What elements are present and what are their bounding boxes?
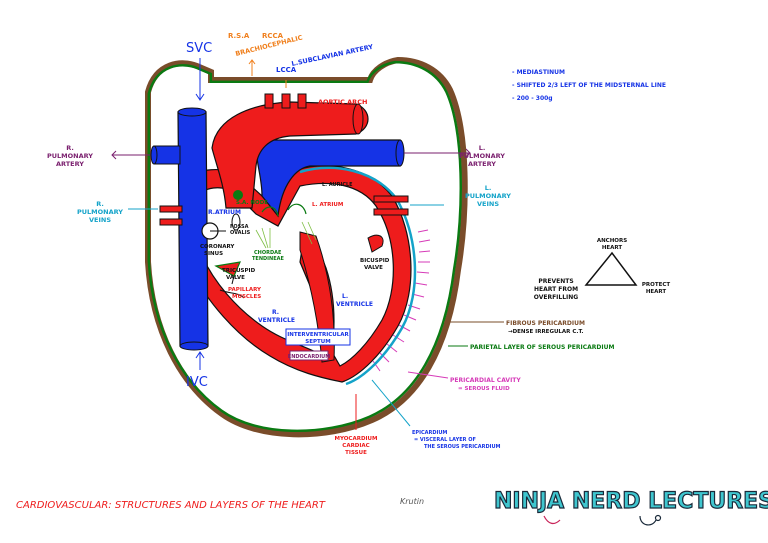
label-l-atrium: L. ATRIUM (312, 202, 343, 208)
label-r-pulm-veins-3: VEINS (89, 216, 111, 224)
semilunar-valves (261, 203, 307, 217)
label-bicuspid-1: BICUSPID (360, 258, 390, 264)
l-pulmonary-artery-end (395, 139, 405, 167)
label-protect-2: HEART (646, 289, 667, 295)
label-septum-1: INTERVENTRICULAR (287, 332, 349, 338)
r-pulmonary-artery (153, 145, 181, 165)
label-l-pulm-veins-2: PULMONARY (465, 192, 511, 200)
label-chordae-2: TENDINEAE (252, 256, 284, 262)
lcca-branch (281, 93, 291, 109)
label-l-pulm-artery-1: L. (479, 144, 486, 152)
label-fossa-2: OVALIS (230, 230, 251, 236)
chordae-tendineae (255, 221, 317, 249)
label-rsa: R.S.A (228, 32, 250, 40)
label-l-pulm-veins-3: VEINS (477, 200, 499, 208)
label-rcca: RCCA (262, 32, 284, 40)
label-papillary-2: MUSCLES (232, 294, 261, 300)
sa-node (233, 190, 243, 200)
label-cavity-1: PERICARDIAL CAVITY (450, 377, 521, 384)
aorta (211, 101, 369, 209)
label-coronary-2: SINUS (204, 251, 223, 257)
label-r-pulm-veins-2: PULMONARY (77, 208, 123, 216)
label-chordae-1: CHORDAE (254, 250, 282, 256)
label-l-pulm-artery-2: PULMONARY (459, 152, 505, 160)
fossa-ovalis (231, 213, 241, 231)
label-l-ventricle-1: L. (342, 293, 348, 300)
signature: Krutin (400, 497, 424, 506)
l-pulmonary-veins (373, 195, 409, 216)
parietal-serous-pericardium (147, 60, 462, 433)
label-prevents-3: OVERFILLING (534, 294, 579, 301)
label-anchors-2: HEART (602, 245, 623, 251)
label-lcca: LCCA (276, 66, 297, 74)
label-bicuspid-2: VALVE (364, 265, 383, 271)
label-parietal: PARIETAL LAYER OF SEROUS PERICARDIUM (470, 344, 614, 351)
epicardium (299, 166, 417, 386)
ivc-opening (179, 341, 209, 351)
label-sa-node: S.A. NODE (236, 200, 268, 206)
label-ivc: IVC (186, 375, 208, 390)
label-epicardium-2: = VISCERAL LAYER OF (414, 437, 476, 443)
label-fossa-1: FOSSA (230, 224, 249, 230)
tricuspid-valve (214, 261, 241, 277)
label-r-pulm-artery-3: ARTERY (56, 160, 84, 168)
note-weight: - 200 - 300g (512, 95, 553, 102)
label-tricuspid-2: VALVE (226, 275, 245, 281)
label-cavity-2: = SEROUS FLUID (458, 386, 510, 392)
label-l-pulm-veins-1: L. (485, 184, 492, 192)
label-r-ventricle-1: R. (272, 309, 279, 316)
label-tricuspid-1: TRICUSPID (222, 268, 256, 274)
label-svc: SVC (186, 41, 212, 56)
label-l-subclavian: L.SUBCLAVIAN ARTERY (291, 43, 374, 68)
label-coronary-1: CORONARY (200, 244, 235, 250)
label-myocardium-2: CARDIAC (342, 443, 369, 449)
label-anchors-1: ANCHORS (597, 238, 627, 244)
label-fibrous-2: →DENSE IRREGULAR C.T. (508, 329, 583, 335)
label-l-auricle: L. AURICLE (322, 182, 353, 188)
r-pulmonary-veins (159, 205, 183, 226)
label-l-pulm-artery-3: ARTERY (468, 160, 496, 168)
label-r-pulm-artery-1: R. (66, 144, 74, 152)
label-myocardium-1: MYOCARDIUM (334, 436, 377, 442)
brand-logo: NINJA NERD LECTURES (494, 489, 768, 514)
papillary-muscles (219, 289, 245, 299)
label-r-atrium: R.ATRIUM (208, 209, 241, 216)
brand-stethoscope-icon (639, 514, 662, 526)
septum-label-box (285, 328, 351, 346)
brand-mask-icon (543, 515, 561, 525)
svc-opening (177, 107, 207, 117)
label-prevents-2: HEART FROM (534, 286, 578, 293)
l-subclavian-branch (297, 93, 307, 109)
note-mediastinum: - MEDIASTINUM (512, 69, 565, 76)
label-r-ventricle-2: VENTRICLE (258, 317, 295, 324)
label-prevents-1: PREVENTS (538, 278, 573, 285)
bicuspid-valve (367, 234, 384, 253)
brachiocephalic-branch (264, 93, 274, 109)
label-epicardium-1: EPICARDIUM (412, 430, 447, 436)
label-r-pulm-artery-2: PULMONARY (47, 152, 93, 160)
label-epicardium-3: THE SEROUS PERICARDIUM (424, 444, 501, 450)
label-myocardium-3: TISSUE (345, 450, 367, 456)
label-aortic-arch: AORTIC ARCH (318, 98, 367, 106)
endocardium-label-box (289, 350, 329, 361)
label-septum-2: SEPTUM (305, 339, 330, 345)
pericardial-cavity-hatching (372, 229, 431, 372)
footer-title: CARDIOVASCULAR: STRUCTURES AND LAYERS OF… (16, 500, 326, 511)
functions-triangle (584, 251, 638, 286)
label-endocardium: ENDOCARDIUM (288, 354, 330, 360)
label-fibrous-1: FIBROUS PERICARDIUM (506, 320, 585, 327)
label-protect-1: PROTECT (642, 282, 670, 288)
label-papillary-1: PAPILLARY (228, 287, 262, 293)
note-shifted: - SHIFTED 2/3 LEFT OF THE MIDSTERNAL LIN… (512, 82, 666, 89)
leader-arrows (111, 58, 504, 430)
label-l-ventricle-2: VENTRICLE (336, 301, 373, 308)
label-r-pulm-veins-1: R. (96, 200, 104, 208)
aortic-arch-end (352, 103, 364, 135)
